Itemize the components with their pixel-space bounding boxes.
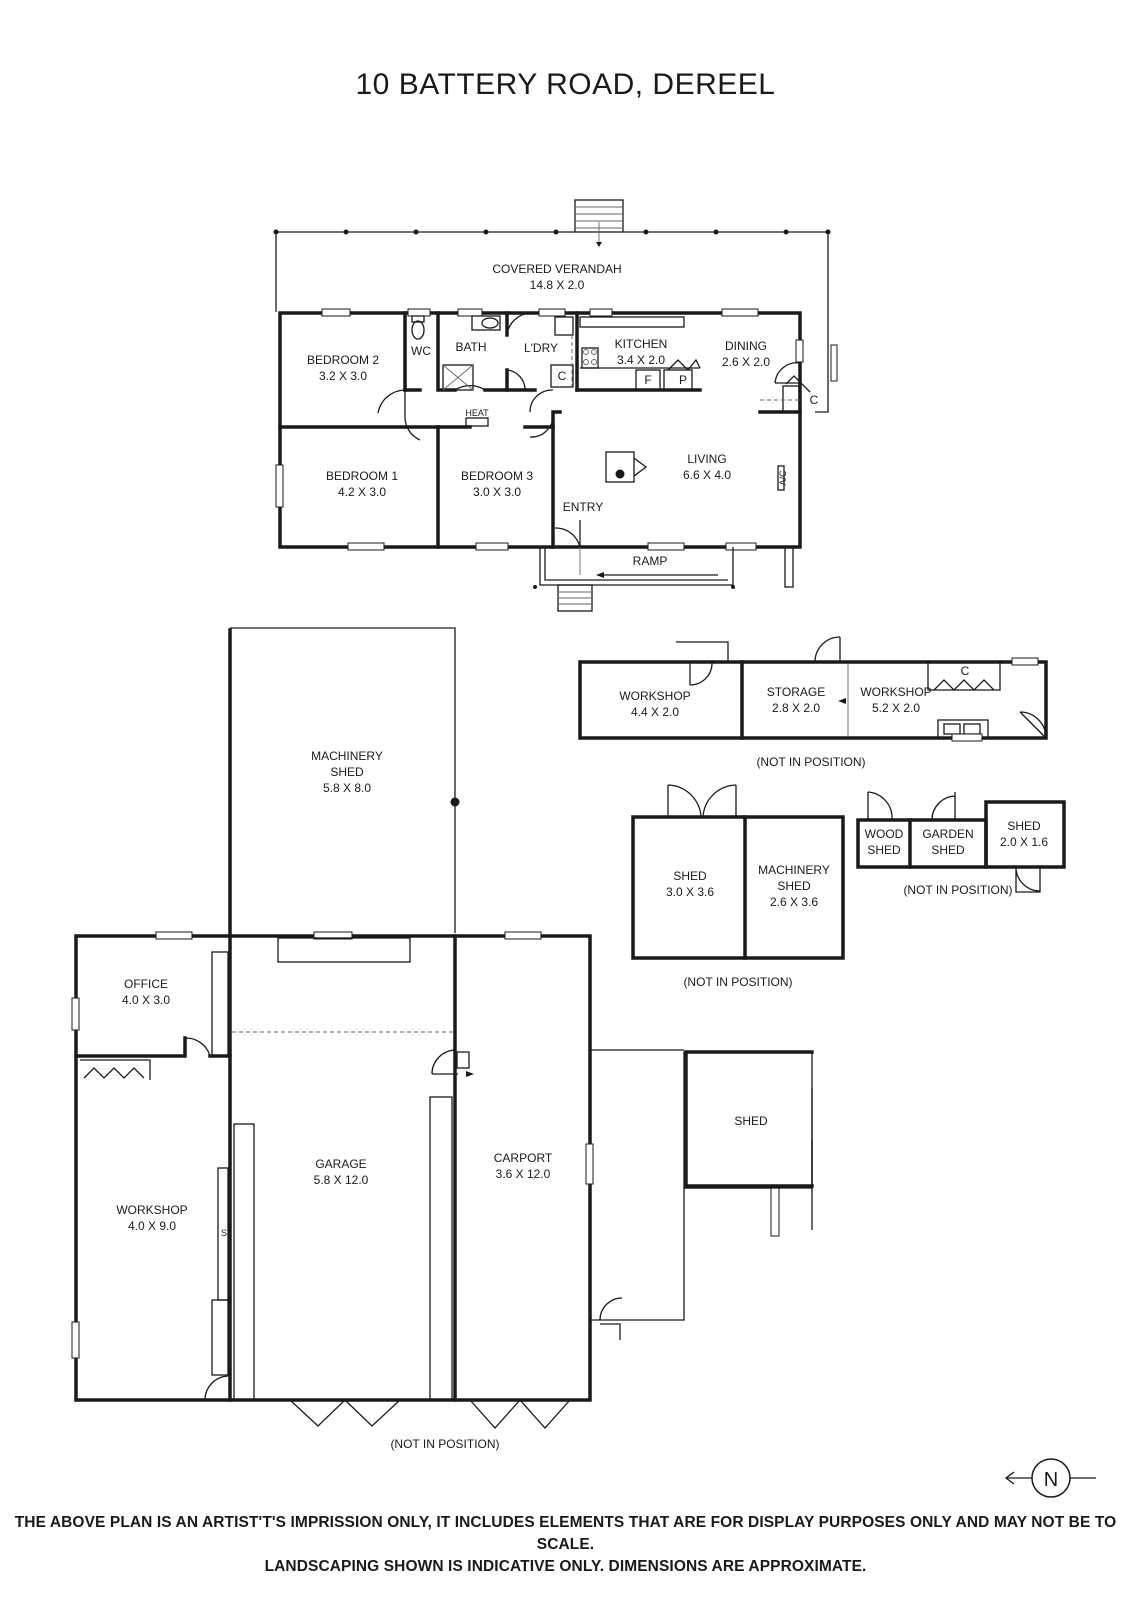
workshop-storage-block: WORKSHOP 4.4 X 2.0 STORAGE 2.8 X 2.0 WOR…: [578, 636, 1048, 769]
workshop-a-label: WORKSHOP: [619, 689, 690, 703]
dining-label: DINING: [725, 339, 767, 353]
bedroom2-dims: 3.2 X 3.0: [319, 369, 367, 383]
page-title: 10 BATTERY ROAD, DEREEL: [355, 68, 776, 101]
bedroom1-dims: 4.2 X 3.0: [338, 485, 386, 499]
workshop-b-label: WORKSHOP: [860, 685, 931, 699]
disclaimer-line1: THE ABOVE PLAN IS AN ARTIST'T'S IMPRISSI…: [14, 1514, 1117, 1553]
bath-label: BATH: [455, 340, 486, 354]
garage-dims: 5.8 X 12.0: [314, 1173, 369, 1187]
machinery-shed-small-dims: 2.6 X 3.6: [770, 895, 818, 909]
heat-label: HEAT: [465, 408, 489, 418]
office-label: OFFICE: [124, 977, 168, 991]
north-compass: N: [1004, 1458, 1096, 1498]
verandah-steps: [574, 199, 624, 247]
pantry-label: P: [679, 373, 687, 387]
machinery-shed-large-dims: 5.8 X 8.0: [323, 781, 371, 795]
carport-label: CARPORT: [494, 1151, 553, 1165]
main-house: COVERED VERANDAH 14.8 X 2.0 BEDROOM 2 3.…: [273, 199, 838, 612]
workshop-c-dims: 4.0 X 9.0: [128, 1219, 176, 1233]
shed-pair: SHED 3.0 X 3.6 MACHINERY SHED 2.6 X 3.6 …: [631, 784, 845, 989]
verandah-outline-right: [623, 231, 829, 413]
disclaimer: THE ABOVE PLAN IS AN ARTIST'T'S IMPRISSI…: [0, 1512, 1131, 1578]
compass-north-label: N: [1044, 1469, 1058, 1491]
disclaimer-line2: LANDSCAPING SHOWN IS INDICATIVE ONLY. DI…: [264, 1558, 867, 1575]
living-label: LIVING: [687, 452, 726, 466]
machinery-shed-large-label1: MACHINERY: [311, 749, 383, 763]
verandah-dims: 14.8 X 2.0: [530, 278, 585, 292]
verandah-label: COVERED VERANDAH: [492, 262, 621, 276]
living-dims: 6.6 X 4.0: [683, 468, 731, 482]
dining-cupboard-label: C: [810, 393, 819, 407]
ac-label: A/C: [778, 470, 788, 486]
small-sheds: WOOD SHED GARDEN SHED SHED 2.0 X 1.6 (NO…: [856, 791, 1066, 897]
garage-label: GARAGE: [315, 1157, 366, 1171]
bedroom1-label: BEDROOM 1: [326, 469, 398, 483]
machinery-shed-large-label2: SHED: [330, 765, 364, 779]
machinery-shed-small-label2: SHED: [777, 879, 811, 893]
garden-shed-label1: GARDEN: [922, 827, 973, 841]
compass-ring: [1031, 1458, 1071, 1498]
shed-a-dims: 3.0 X 3.6: [666, 885, 714, 899]
wc-label: WC: [411, 344, 431, 358]
house-windows: [275, 308, 838, 551]
not-in-position-workshops: (NOT IN POSITION): [756, 755, 865, 769]
shelf-label: S: [221, 1228, 227, 1238]
bedroom3-dims: 3.0 X 3.0: [473, 485, 521, 499]
shed-b-dims: 2.0 X 1.6: [1000, 835, 1048, 849]
machinery-shed-open-side: [230, 627, 456, 933]
entry-label: ENTRY: [563, 500, 603, 514]
wood-shed-label1: WOOD: [865, 827, 904, 841]
ldry-cupboard-label: C: [558, 369, 567, 383]
shed-c-label: SHED: [734, 1114, 768, 1128]
dining-dims: 2.6 X 2.0: [722, 355, 770, 369]
wood-shed-label2: SHED: [867, 843, 901, 857]
machinery-shed-small-label1: MACHINERY: [758, 863, 830, 877]
kitchen-label: KITCHEN: [615, 337, 668, 351]
ldry-label: L'DRY: [524, 341, 558, 355]
ramp-label: RAMP: [633, 554, 668, 568]
garden-shed-label2: SHED: [931, 843, 965, 857]
storage-dims: 2.8 X 2.0: [772, 701, 820, 715]
fridge-label: F: [644, 373, 651, 387]
carport-dims: 3.6 X 12.0: [496, 1167, 551, 1181]
not-in-position-small-sheds: (NOT IN POSITION): [903, 883, 1012, 897]
garage-complex: MACHINERY SHED 5.8 X 8.0 OFFICE 4.0 X 3.…: [71, 627, 814, 1451]
shed-b-label: SHED: [1007, 819, 1041, 833]
entry-ramp: [533, 546, 794, 612]
shed-a-label: SHED: [673, 869, 707, 883]
verandah-posts: [273, 229, 831, 235]
workshop-a-dims: 4.4 X 2.0: [631, 705, 679, 719]
office-wall: [74, 1036, 187, 1058]
kitchen-dims: 3.4 X 2.0: [617, 353, 665, 367]
workshop-b-dims: 5.2 X 2.0: [872, 701, 920, 715]
not-in-position-sheds: (NOT IN POSITION): [683, 975, 792, 989]
not-in-position-garage: (NOT IN POSITION): [390, 1437, 499, 1451]
workshop-b-cupboard-label: C: [961, 664, 970, 678]
bedroom3-label: BEDROOM 3: [461, 469, 533, 483]
house-internal-walls: [278, 311, 802, 549]
house-doors: [377, 312, 801, 548]
bedroom2-label: BEDROOM 2: [307, 353, 379, 367]
workshop-c-label: WORKSHOP: [116, 1203, 187, 1217]
storage-label: STORAGE: [767, 685, 825, 699]
office-dims: 4.0 X 3.0: [122, 993, 170, 1007]
house-fixtures: [411, 315, 811, 491]
